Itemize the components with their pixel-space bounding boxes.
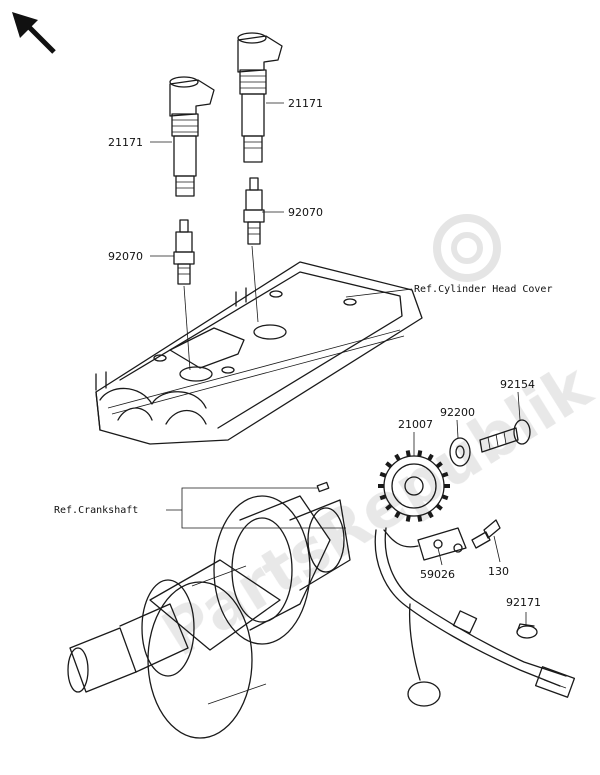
label-washer: 92200 xyxy=(440,406,475,419)
label-pickup-coil: 59026 xyxy=(420,568,455,581)
label-ref-cylinder-head-cover: Ref.Cylinder Head Cover xyxy=(414,284,552,295)
ignition-coil-left[interactable] xyxy=(169,76,215,197)
washer[interactable] xyxy=(449,437,471,467)
label-ignition-coil-right: 21171 xyxy=(288,97,323,110)
front-direction-arrow-icon xyxy=(12,12,56,54)
rotor-tooth xyxy=(385,503,393,511)
label-spark-plug-right: 92070 xyxy=(288,206,323,219)
rotor-tooth xyxy=(394,453,401,461)
rotor-tooth xyxy=(417,450,423,457)
rotor-tooth xyxy=(435,461,443,469)
cylinder-head-cover xyxy=(95,261,423,445)
rotor-tooth xyxy=(379,471,387,478)
label-ignition-coil-left: 21171 xyxy=(108,136,143,149)
rotor-tooth xyxy=(385,461,393,469)
leader-lines xyxy=(150,102,527,626)
label-timing-rotor: 21007 xyxy=(398,418,433,431)
svg-text:PartsRepublik: PartsRepublik xyxy=(150,349,600,671)
label-bolt: 92154 xyxy=(500,378,535,391)
rotor-tooth xyxy=(435,503,443,511)
ignition-coil-right[interactable] xyxy=(237,32,283,163)
watermark-gear-icon xyxy=(433,214,501,282)
pickup-coil[interactable] xyxy=(374,527,576,707)
rotor-tooth xyxy=(427,511,434,519)
label-pickup-bolt: 130 xyxy=(488,565,509,578)
label-clamp: 92171 xyxy=(506,596,541,609)
clamp[interactable] xyxy=(516,623,538,639)
pickup-bolt[interactable] xyxy=(471,519,501,549)
rotor-tooth xyxy=(405,515,411,522)
label-spark-plug-left: 92070 xyxy=(108,250,143,263)
rotor-tooth xyxy=(394,511,401,519)
crankshaft xyxy=(67,481,351,739)
rotor-tooth xyxy=(427,453,434,461)
spark-plug-left[interactable] xyxy=(173,219,195,285)
rotor-tooth xyxy=(441,494,449,501)
rotor-tooth xyxy=(417,515,423,522)
bolt[interactable] xyxy=(479,419,531,453)
rotor-tooth xyxy=(405,450,411,457)
rotor-tooth xyxy=(379,494,387,501)
rotor-tooth xyxy=(441,471,449,478)
spark-plug-right[interactable] xyxy=(243,177,265,245)
label-ref-crankshaft: Ref.Crankshaft xyxy=(54,505,138,516)
